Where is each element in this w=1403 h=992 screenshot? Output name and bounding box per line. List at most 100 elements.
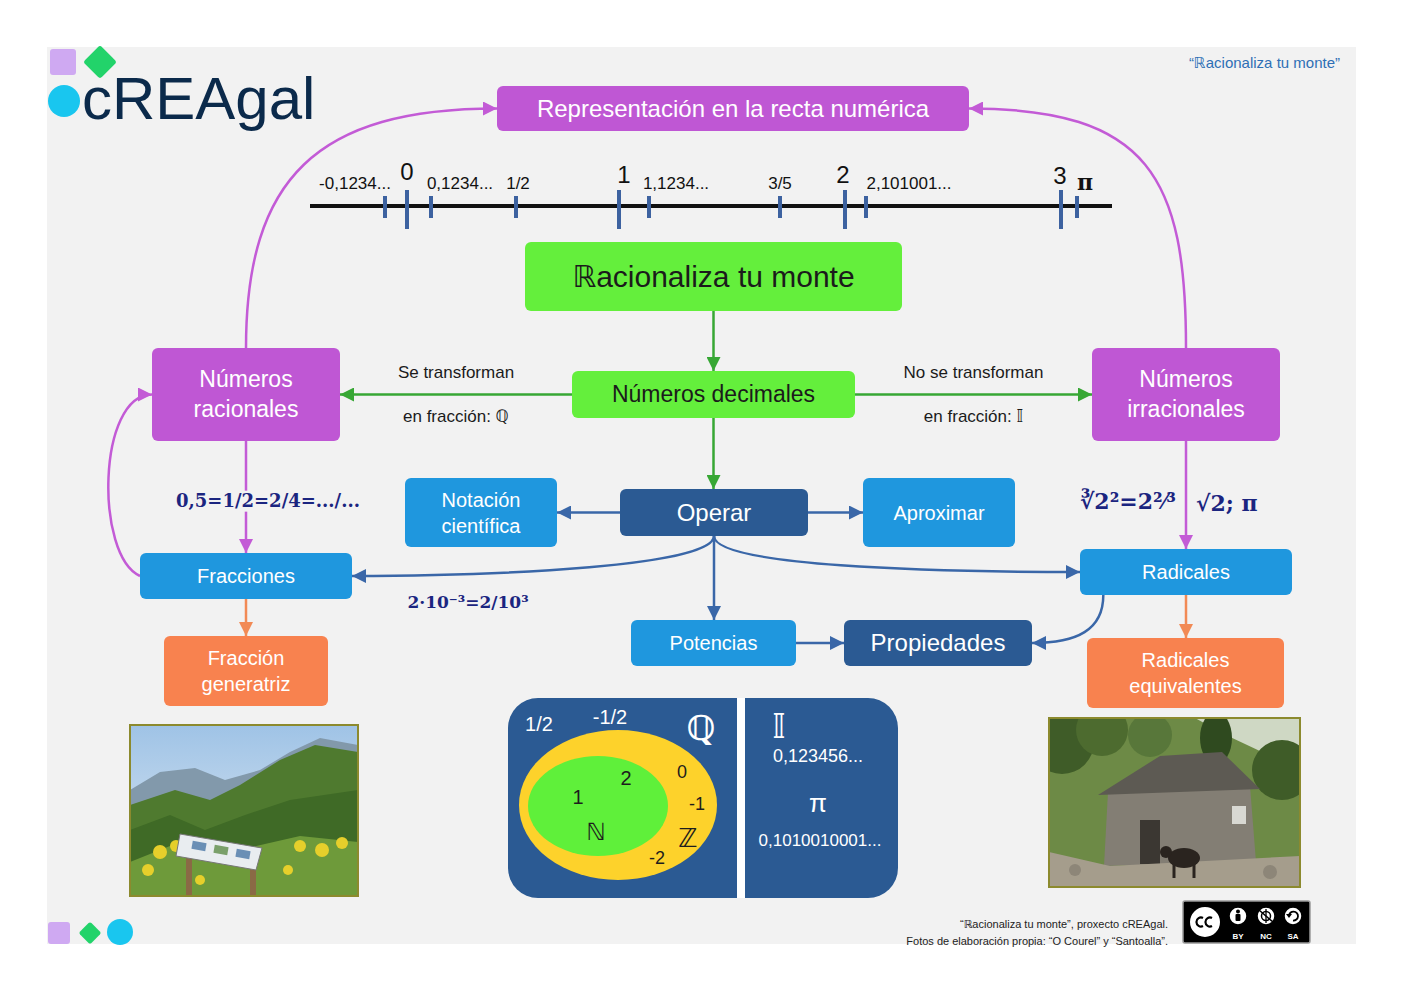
topic-box: Notación científica xyxy=(405,478,557,547)
subtopic-box: Fracción generatriz xyxy=(164,636,328,706)
logo-wordmark: cREAgal xyxy=(82,64,315,133)
category-box: Representación en la recta numérica xyxy=(497,86,969,131)
number-line xyxy=(1059,190,1063,229)
license-term: NC xyxy=(1260,932,1272,941)
connector-arrow xyxy=(808,511,863,514)
logo-mark xyxy=(48,85,80,117)
set-panel-divider xyxy=(737,698,745,898)
footer-mark xyxy=(107,919,133,945)
action-box: Propiedades xyxy=(844,620,1032,666)
set-member: 0 xyxy=(677,763,687,781)
photo-o-courel xyxy=(235,849,250,859)
photo-santoalla xyxy=(1098,752,1260,795)
photo-santoalla xyxy=(1160,846,1172,858)
node-text: Números decimales xyxy=(612,380,815,410)
set-member: ℚ xyxy=(687,711,716,745)
photo-santoalla xyxy=(1193,864,1196,878)
license-badge xyxy=(1236,910,1240,914)
footer-mark xyxy=(48,922,70,944)
connector-arrow xyxy=(108,395,152,577)
photo-o-courel xyxy=(191,841,206,851)
connector-arrow xyxy=(712,418,715,489)
number-line xyxy=(647,196,651,218)
number-line xyxy=(385,190,1077,229)
set-ellipse: 0-1ℤ-221ℕ xyxy=(519,730,717,880)
set-member: ℕ xyxy=(586,820,605,844)
number-line xyxy=(405,190,409,229)
formula: √2; π xyxy=(1196,491,1258,516)
node-text: Aproximar xyxy=(893,500,984,526)
photo-santoalla xyxy=(1049,718,1300,887)
photo-santoalla xyxy=(1252,740,1300,800)
credit-note: “ℝacionaliza tu monte”, proxecto cREAgal… xyxy=(960,918,1168,931)
number-line-label: 3/5 xyxy=(768,174,792,194)
photo-o-courel xyxy=(195,875,205,885)
connector-arrow xyxy=(340,393,572,396)
number-line-label: 1/2 xyxy=(506,174,530,194)
number-line-label: 2,101001... xyxy=(866,174,951,194)
license-badge xyxy=(1189,906,1221,938)
set-panel: 𝕀0,123456...π0,1010010001... xyxy=(745,698,898,898)
license-badge xyxy=(1196,918,1203,927)
photo-o-courel xyxy=(213,845,228,855)
set-member: ℤ xyxy=(678,825,697,851)
photo-o-courel xyxy=(130,745,358,896)
connector-arrow xyxy=(855,393,1092,396)
set-member: 𝕀 xyxy=(772,709,785,743)
node-text: Operar xyxy=(677,497,752,528)
photo-o-courel xyxy=(294,840,306,852)
node-text: Números irracionales xyxy=(1102,365,1270,425)
number-line-label: 0,1234... xyxy=(427,174,493,194)
set-member: 2 xyxy=(620,768,631,788)
connector-arrow xyxy=(557,511,620,514)
action-box: Operar xyxy=(620,489,808,536)
connector-arrow xyxy=(245,599,248,636)
set-member: 1 xyxy=(572,787,583,807)
photo-santoalla xyxy=(1049,718,1300,887)
topic-box: Potencias xyxy=(631,620,796,666)
connector-arrow xyxy=(969,109,1186,349)
license-badge xyxy=(1183,901,1310,943)
connector-group xyxy=(108,109,1186,644)
header-note: “ℝacionaliza tu monte” xyxy=(1189,54,1340,71)
connector-arrow xyxy=(1032,595,1103,643)
footer-mark xyxy=(79,922,102,945)
topic-box: Radicales xyxy=(1080,549,1292,595)
license-badge xyxy=(1229,907,1247,925)
node-text: Fracciones xyxy=(197,563,295,589)
photo-santoalla xyxy=(1030,704,1312,887)
photo-santoalla xyxy=(1140,820,1160,864)
set-ellipse-shape xyxy=(519,730,717,880)
node-text: Propiedades xyxy=(871,627,1006,658)
photo-santoalla xyxy=(1263,865,1277,879)
category-box: Números irracionales xyxy=(1092,348,1280,441)
set-ellipse: 2 1ℕ xyxy=(528,756,668,856)
category-box: Números racionales xyxy=(152,348,340,441)
set-ellipse-shape xyxy=(528,756,668,856)
photo-santoalla xyxy=(1076,718,1128,756)
number-line xyxy=(514,196,518,218)
topic-box: Aproximar xyxy=(863,478,1015,547)
photo-o-courel xyxy=(130,738,358,896)
photo-o-courel xyxy=(336,837,348,849)
license-term: BY xyxy=(1232,932,1243,941)
logo-mark xyxy=(50,49,76,75)
photo-o-courel xyxy=(176,834,262,870)
formula: ∛2²=2²⁄³ xyxy=(1080,489,1176,514)
set-member: 0,1010010001... xyxy=(759,832,882,849)
photo-o-courel xyxy=(130,790,358,896)
topic-box: Fracciones xyxy=(140,553,352,599)
photo-santoalla xyxy=(1128,718,1172,757)
license-term: SA xyxy=(1287,932,1298,941)
license-badge xyxy=(1183,901,1310,943)
photo-o-courel xyxy=(130,725,358,896)
number-line xyxy=(1075,196,1079,218)
connector-arrow xyxy=(712,311,715,371)
page-ground xyxy=(47,47,1356,944)
set-panel-divider xyxy=(737,698,745,898)
license-badge xyxy=(1236,914,1241,921)
credit-note: Fotos de elaboración propia: “O Courel” … xyxy=(906,935,1168,948)
set-member: -1 xyxy=(689,795,705,813)
